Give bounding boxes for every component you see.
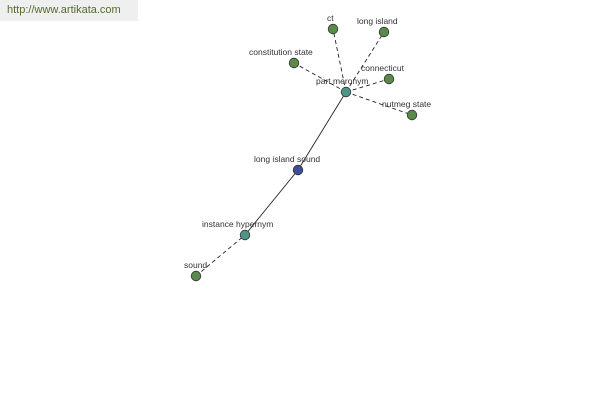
node-label-long-island[interactable]: long island: [357, 16, 398, 26]
edge-part-meronym-long-island: [345, 31, 385, 93]
node-dot-long-island-sound[interactable]: [292, 164, 304, 176]
node-dot-connecticut[interactable]: [383, 73, 395, 85]
watermark-url[interactable]: http://www.artikata.com: [0, 0, 138, 21]
node-part-meronym[interactable]: part meronym: [316, 76, 368, 98]
node-dot-ct[interactable]: [327, 23, 339, 35]
node-sound[interactable]: sound: [184, 260, 207, 282]
node-label-connecticut[interactable]: connecticut: [361, 63, 405, 73]
node-ct[interactable]: ct: [327, 13, 339, 35]
node-dot-part-meronym[interactable]: [340, 86, 352, 98]
node-label-constitution-state[interactable]: constitution state: [249, 47, 313, 57]
node-long-island-sound[interactable]: long island sound: [254, 154, 320, 176]
node-constitution-state[interactable]: constitution state: [249, 47, 313, 69]
node-long-island[interactable]: long island: [357, 16, 398, 38]
edge-part-meronym-connecticut: [345, 78, 390, 93]
node-label-ct[interactable]: ct: [327, 13, 334, 23]
node-dot-long-island[interactable]: [378, 26, 390, 38]
node-label-instance-hypernym[interactable]: instance hypernym: [202, 219, 273, 229]
node-label-nutmeg-state[interactable]: nutmeg state: [382, 99, 431, 109]
node-label-sound[interactable]: sound: [184, 260, 207, 270]
edge-long-island-sound-part-meronym: [297, 91, 347, 171]
node-label-part-meronym[interactable]: part meronym: [316, 76, 368, 86]
edge-part-meronym-ct: [332, 28, 347, 93]
node-nutmeg-state[interactable]: nutmeg state: [382, 99, 431, 121]
node-connecticut[interactable]: connecticut: [361, 63, 405, 85]
edge-layer: [195, 28, 413, 277]
edge-part-meronym-nutmeg-state: [345, 91, 413, 116]
edge-sound-instance-hypernym: [195, 234, 246, 277]
node-dot-instance-hypernym[interactable]: [239, 229, 251, 241]
node-label-long-island-sound[interactable]: long island sound: [254, 154, 320, 164]
node-dot-nutmeg-state[interactable]: [406, 109, 418, 121]
edge-instance-hypernym-long-island-sound: [244, 169, 299, 236]
edge-part-meronym-constitution-state: [293, 62, 347, 93]
node-dot-constitution-state[interactable]: [288, 57, 300, 69]
node-dot-sound[interactable]: [190, 270, 202, 282]
node-instance-hypernym[interactable]: instance hypernym: [202, 219, 273, 241]
node-layer: sound instance hypernym long island sound p…: [184, 13, 431, 282]
